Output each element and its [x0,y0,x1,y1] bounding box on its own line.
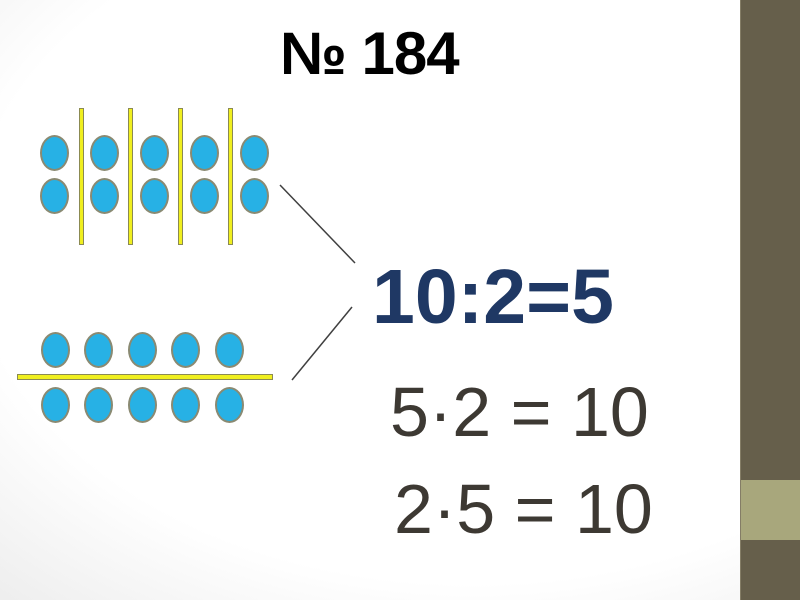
multiplication-equation-1: 5·2 = 10 [390,373,649,451]
counter-disc [214,387,244,423]
divider-stick-vertical [227,108,233,245]
counter-disc [84,387,113,423]
counter-disc [89,135,119,171]
division-equation: 10:2=5 [372,254,614,340]
counter-disc [239,178,269,214]
multiplication-equation-2: 2·5 = 10 [394,470,653,548]
counter-disc [139,135,169,171]
counter-disc [189,178,219,214]
connector-line-bottom [291,306,353,381]
counter-disc [171,332,200,368]
counter-disc [171,387,200,423]
divider-stick-vertical [177,108,183,245]
connector-line-top [279,184,356,264]
slide-title: № 184 [280,20,460,87]
divider-stick-vertical [128,108,134,245]
counter-disc [127,387,157,423]
counter-disc [139,178,169,214]
counter-disc [189,135,219,171]
counter-disc [127,332,157,368]
counter-disc [39,178,69,214]
divider-stick-horizontal [17,374,273,380]
right-stripe [740,0,800,600]
counter-disc [214,332,244,368]
counter-disc [40,387,70,423]
counter-disc [239,135,269,171]
divider-stick-vertical [78,108,84,245]
counter-disc [39,135,69,171]
slide-background: № 184 10:2=5 5·2 = 10 2·5 = 10 [0,0,740,600]
counter-disc [84,332,113,368]
counter-disc [40,332,70,368]
counter-disc [89,178,119,214]
right-stripe-accent-band [741,480,800,540]
